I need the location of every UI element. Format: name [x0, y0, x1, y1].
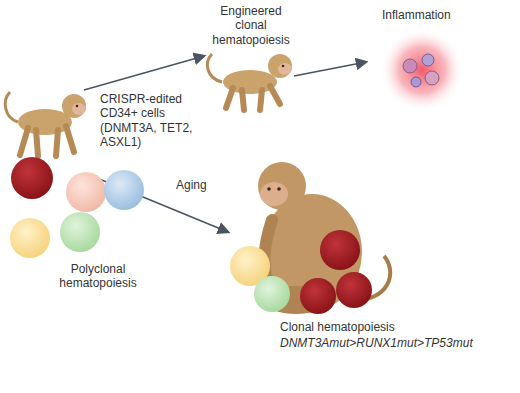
outcome-label: Engineered clonal hematopoiesis: [205, 4, 297, 47]
polyclonal-cells: [10, 157, 144, 258]
polyclonal-label: Polyclonal hematopoiesis: [50, 262, 146, 291]
aging-label: Aging: [176, 178, 236, 192]
engineered-monkey: [207, 54, 292, 110]
inflammation-arrow: [294, 62, 366, 76]
young-monkey: [5, 92, 86, 156]
clonal-cells: [230, 230, 372, 314]
inflammation-label: Inflammation: [382, 8, 492, 22]
inflammation-glow: [380, 28, 464, 112]
method-label: CRISPR-edited CD34+ cells (DNMT3A, TET2,…: [100, 92, 196, 150]
edit-arrow: [84, 56, 204, 90]
clonal-label: Clonal hematopoiesis: [280, 320, 510, 334]
mutation-order-label: DNMT3Amut>RUNX1mut>TP53mut: [280, 336, 516, 350]
